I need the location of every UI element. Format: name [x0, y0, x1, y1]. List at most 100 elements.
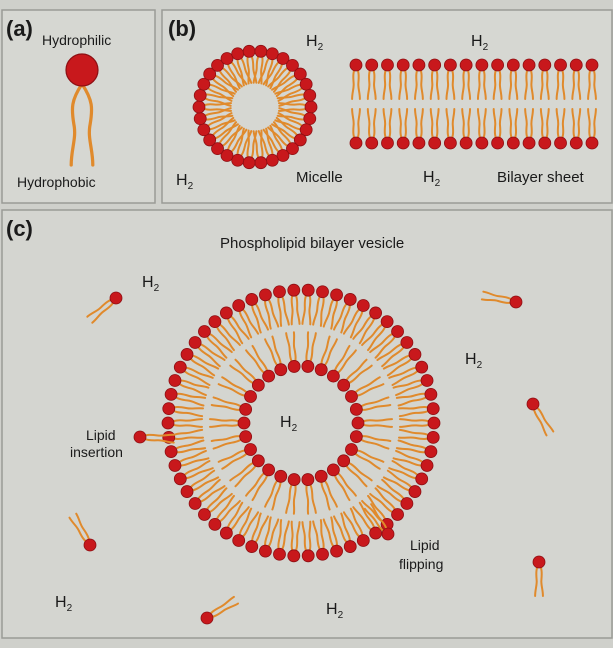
lipid-head — [429, 137, 441, 149]
lipid-head — [350, 59, 362, 71]
lipid-head — [444, 137, 456, 149]
lipid-head — [425, 388, 437, 400]
lipid-head — [317, 548, 329, 560]
lipid-head — [255, 45, 267, 57]
lipid-flipping-label-1: Lipid — [410, 537, 440, 553]
lipid-head — [305, 101, 317, 113]
lipid-head — [381, 59, 393, 71]
lipid-head — [209, 518, 221, 530]
lipid-head — [586, 137, 598, 149]
lipid-head — [193, 101, 205, 113]
lipid-head — [189, 337, 201, 349]
lipid-head — [381, 137, 393, 149]
lipid-head — [476, 137, 488, 149]
lipid-head — [523, 59, 535, 71]
lipid-head — [243, 157, 255, 169]
lipid-head — [300, 78, 312, 90]
lipid-head — [413, 137, 425, 149]
lipid-head — [327, 464, 339, 476]
lipid-head — [302, 550, 314, 562]
lipid-head — [570, 137, 582, 149]
lipid-head — [288, 550, 300, 562]
lipid-head — [110, 292, 122, 304]
lipid-head — [352, 417, 364, 429]
lipid-head — [476, 59, 488, 71]
lipid-head — [302, 474, 314, 486]
lipid-head — [381, 316, 393, 328]
lipid-head — [331, 289, 343, 301]
lipid-head — [315, 470, 327, 482]
lipid-head — [555, 59, 567, 71]
lipid-head — [221, 53, 233, 65]
lipid-head — [409, 486, 421, 498]
lipid-head — [350, 431, 362, 443]
panel-a-label: (a) — [6, 16, 33, 41]
lipid-head — [397, 59, 409, 71]
lipid-head — [427, 403, 439, 415]
lipid-head — [317, 286, 329, 298]
lipid-head — [245, 443, 257, 455]
lipid-head — [539, 137, 551, 149]
lipid-head — [344, 293, 356, 305]
lipid-head — [397, 137, 409, 149]
lipid-head — [327, 370, 339, 382]
lipid-head — [357, 535, 369, 547]
lipid-head — [246, 541, 258, 553]
lipid-head — [245, 391, 257, 403]
lipid-head — [240, 431, 252, 443]
lipid-head — [401, 497, 413, 509]
lipid-head — [288, 474, 300, 486]
lipid-head — [277, 149, 289, 161]
lipid-head — [181, 348, 193, 360]
lipid-head — [194, 89, 206, 101]
lipid-head — [507, 137, 519, 149]
lipid-head — [444, 59, 456, 71]
panel-b-label: (b) — [168, 16, 196, 41]
lipid-head — [338, 455, 350, 467]
lipid-head — [350, 137, 362, 149]
lipid-head — [263, 370, 275, 382]
panel-c-label: (c) — [6, 216, 33, 241]
lipid-head — [232, 154, 244, 166]
lipid-head — [189, 497, 201, 509]
lipid-head — [344, 541, 356, 553]
lipid-insertion-label-2: insertion — [70, 444, 123, 460]
lipid-head — [259, 545, 271, 557]
lipid-head — [174, 473, 186, 485]
lipid-head — [240, 403, 252, 415]
lipid-head — [181, 486, 193, 498]
lipid-head — [409, 348, 421, 360]
bilayer-sheet-label: Bilayer sheet — [497, 169, 585, 186]
lipid-head — [266, 48, 278, 60]
lipid-head — [416, 473, 428, 485]
lipid-head — [255, 157, 267, 169]
lipid-head — [366, 59, 378, 71]
lipid-head — [539, 59, 551, 71]
lipid-head — [273, 286, 285, 298]
lipid-head — [169, 459, 181, 471]
lipid-head — [370, 307, 382, 319]
lipid-head — [429, 59, 441, 71]
lipid-head — [510, 296, 522, 308]
lipid-head — [238, 417, 250, 429]
lipid-head — [233, 535, 245, 547]
lipid-head — [425, 446, 437, 458]
lipid-head — [421, 375, 433, 387]
lipid-head — [428, 417, 440, 429]
hydrophobic-label: Hydrophobic — [17, 174, 96, 190]
lipid-head — [288, 360, 300, 372]
lipid-head — [275, 364, 287, 376]
lipid-head — [421, 459, 433, 471]
lipid-head — [345, 443, 357, 455]
lipid-head — [392, 508, 404, 520]
lipid-head — [586, 59, 598, 71]
lipid-head — [266, 154, 278, 166]
lipid-head — [427, 431, 439, 443]
lipid-head — [304, 89, 316, 101]
lipid-head — [302, 284, 314, 296]
lipid-head — [174, 361, 186, 373]
vesicle-title: Phospholipid bilayer vesicle — [220, 235, 404, 252]
lipid-head — [134, 431, 146, 443]
